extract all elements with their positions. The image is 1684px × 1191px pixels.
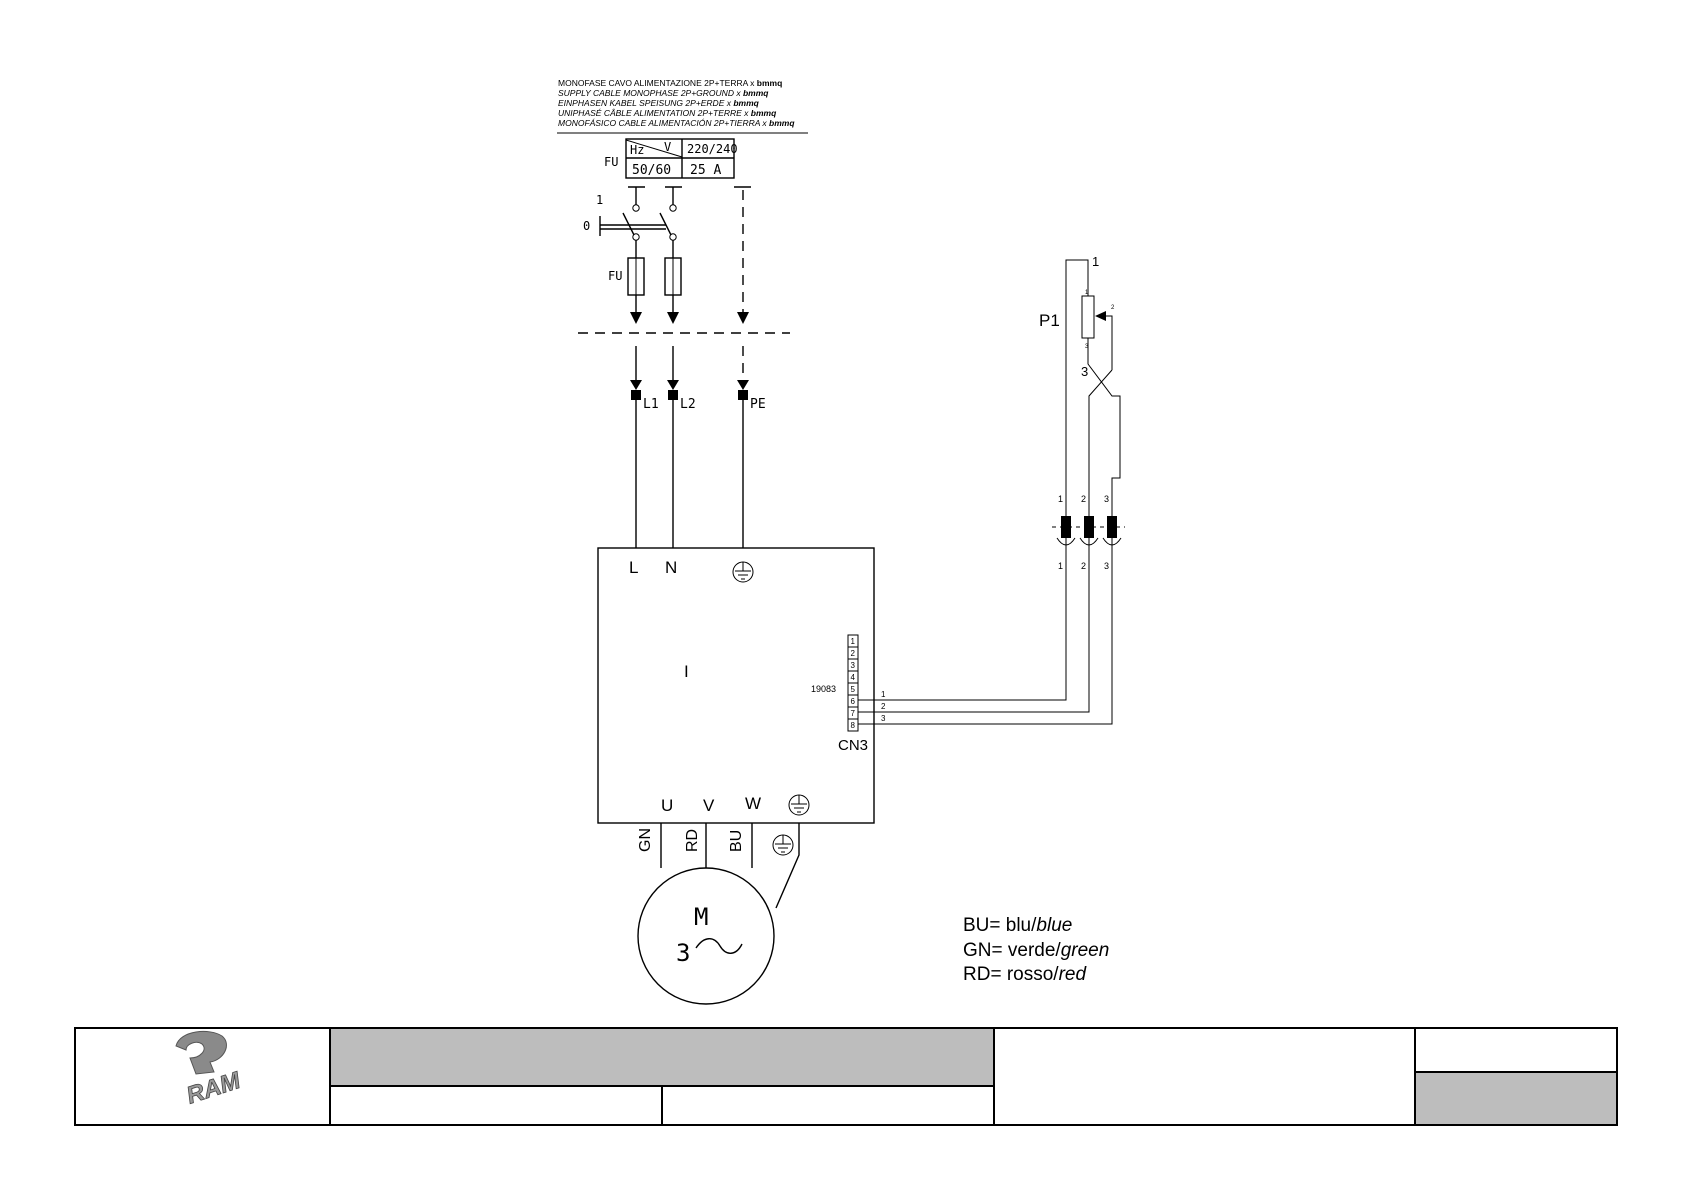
potentiometer-name: P1	[1039, 311, 1060, 330]
header-line-de: EINPHASEN KABEL SPEISUNG 2P+ERDE x bmmq	[558, 98, 760, 108]
switch-on-label: 1	[596, 193, 603, 207]
inverter-out-w: W	[745, 794, 761, 813]
fuse-label: FU	[608, 269, 622, 283]
cn3-pin-label: 3	[851, 661, 856, 670]
inverter-input-n: N	[665, 558, 677, 577]
cn3-pin-label: 1	[851, 637, 856, 646]
table-hz: Hz	[630, 143, 644, 157]
potentiometer-pin-3: 3	[1085, 344, 1089, 350]
title-block-frame	[74, 1027, 1618, 1126]
table-fu-label: FU	[604, 155, 618, 169]
plug-bottom-label-2: 2	[1081, 561, 1086, 571]
terminal-block: L1 L2 PE	[630, 346, 766, 548]
inverter-input-l: L	[629, 558, 638, 577]
inverter-out-u: U	[661, 796, 673, 815]
terminal-l1	[631, 390, 641, 400]
connector-name: CN3	[838, 737, 868, 754]
motor-phases-label: 3	[676, 939, 690, 967]
ram-logo: RAM	[175, 1030, 245, 1110]
table-v: V	[664, 140, 671, 154]
motor-m-label: M	[694, 903, 708, 931]
table-current: 25 A	[690, 163, 721, 178]
potentiometer-pin-2: 2	[1111, 305, 1115, 311]
header-line-es: MONOFÁSICO CABLE ALIMENTACIÓN 2P+TIERRA …	[558, 118, 795, 128]
cn3-pin-label: 8	[851, 721, 856, 730]
connector-cn3: 1 2 3 4 5 6 7 8	[847, 634, 859, 732]
control-plug: 1 2 3 1 2 3	[1052, 492, 1125, 571]
supply-cable-header: MONOFASE CAVO ALIMENTAZIONE 2P+TERRA x b…	[557, 78, 808, 134]
potentiometer-crossing-label: 3	[1081, 364, 1088, 379]
earth-icon	[772, 834, 794, 856]
title-block: RAM	[74, 1027, 1618, 1126]
cn3-pin-label: 5	[851, 685, 856, 694]
header-line-fr: UNIPHASÉ CÂBLE ALIMENTATION 2P+TERRE x b…	[558, 108, 777, 118]
terminal-l1-label: L1	[643, 397, 659, 412]
logo-text: RAM	[183, 1067, 244, 1110]
wire-color-bu: BU	[728, 830, 745, 852]
inverter-out-v: V	[703, 796, 715, 815]
plug-bottom-label-1: 1	[1058, 561, 1063, 571]
plug-bottom-label-3: 3	[1104, 561, 1109, 571]
legend-bu: BU= blu/blue	[963, 915, 1072, 936]
cn3-pin-label: 7	[851, 709, 856, 718]
plug-top-label-2: 2	[1081, 494, 1086, 504]
potentiometer-resistor	[1081, 295, 1095, 339]
wire-color-rd: RD	[684, 829, 701, 852]
cn3-pin-label: 2	[851, 649, 856, 658]
connector-code: 19083	[811, 684, 836, 694]
motor-circle	[637, 867, 775, 1005]
cn3-wire-label-3: 3	[881, 714, 886, 723]
terminal-pe	[738, 390, 748, 400]
motor-wave-icon	[695, 938, 743, 954]
control-wires	[858, 536, 1113, 725]
table-voltage: 220/240	[687, 142, 738, 156]
color-legend: BU= blu/blue GN= verde/green RD= rosso/r…	[963, 915, 1109, 985]
inverter-box: L N I U V W 1 2 3 4 5 6 7 8 19083 CN3 1 2 3	[597, 547, 886, 824]
earth-icon	[788, 794, 810, 816]
legend-gn: GN= verde/green	[963, 940, 1109, 961]
terminal-l2-label: L2	[680, 397, 696, 412]
potentiometer-top-label: 1	[1092, 254, 1099, 269]
potentiometer-p1: P1 1 3 1 2 3	[1039, 254, 1121, 492]
fuses: FU	[608, 190, 749, 324]
title-block-shaded-code	[1415, 1072, 1617, 1125]
title-block-shaded-title	[330, 1028, 994, 1086]
cn3-wire-label-1: 1	[881, 690, 886, 699]
header-line-it: MONOFASE CAVO ALIMENTAZIONE 2P+TERRA x b…	[558, 78, 782, 88]
cn3-wire-label-2: 2	[881, 702, 886, 711]
terminal-l2	[668, 390, 678, 400]
plug-pin-1	[1056, 516, 1076, 546]
wire-color-gn: GN	[637, 828, 654, 852]
switch-off-label: 0	[583, 219, 590, 233]
table-frequency: 50/60	[632, 163, 671, 178]
legend-rd: RD= rosso/red	[963, 964, 1087, 985]
inverter-label: I	[684, 662, 689, 681]
cn3-pin-box	[847, 718, 859, 732]
inverter-frame	[597, 547, 875, 824]
supply-rating-table: FU Hz V 220/240 50/60 25 A	[604, 138, 738, 179]
motor-symbol: M 3	[637, 867, 775, 1005]
earth-icon	[732, 561, 754, 583]
plug-top-label-1: 1	[1058, 494, 1063, 504]
header-line-en: SUPPLY CABLE MONOPHASE 2P+GROUND x bmmq	[558, 88, 769, 98]
table-diagonal	[625, 139, 683, 158]
cn3-pin-label: 6	[851, 697, 856, 706]
cn3-pin-label: 4	[851, 673, 856, 682]
motor-wiring: GN RD BU	[637, 823, 800, 909]
plug-pin-2	[1079, 516, 1099, 546]
main-switch: 1 0	[583, 186, 751, 258]
terminal-pe-label: PE	[750, 397, 766, 412]
potentiometer-pin-1: 1	[1085, 290, 1089, 296]
plug-top-label-3: 3	[1104, 494, 1109, 504]
